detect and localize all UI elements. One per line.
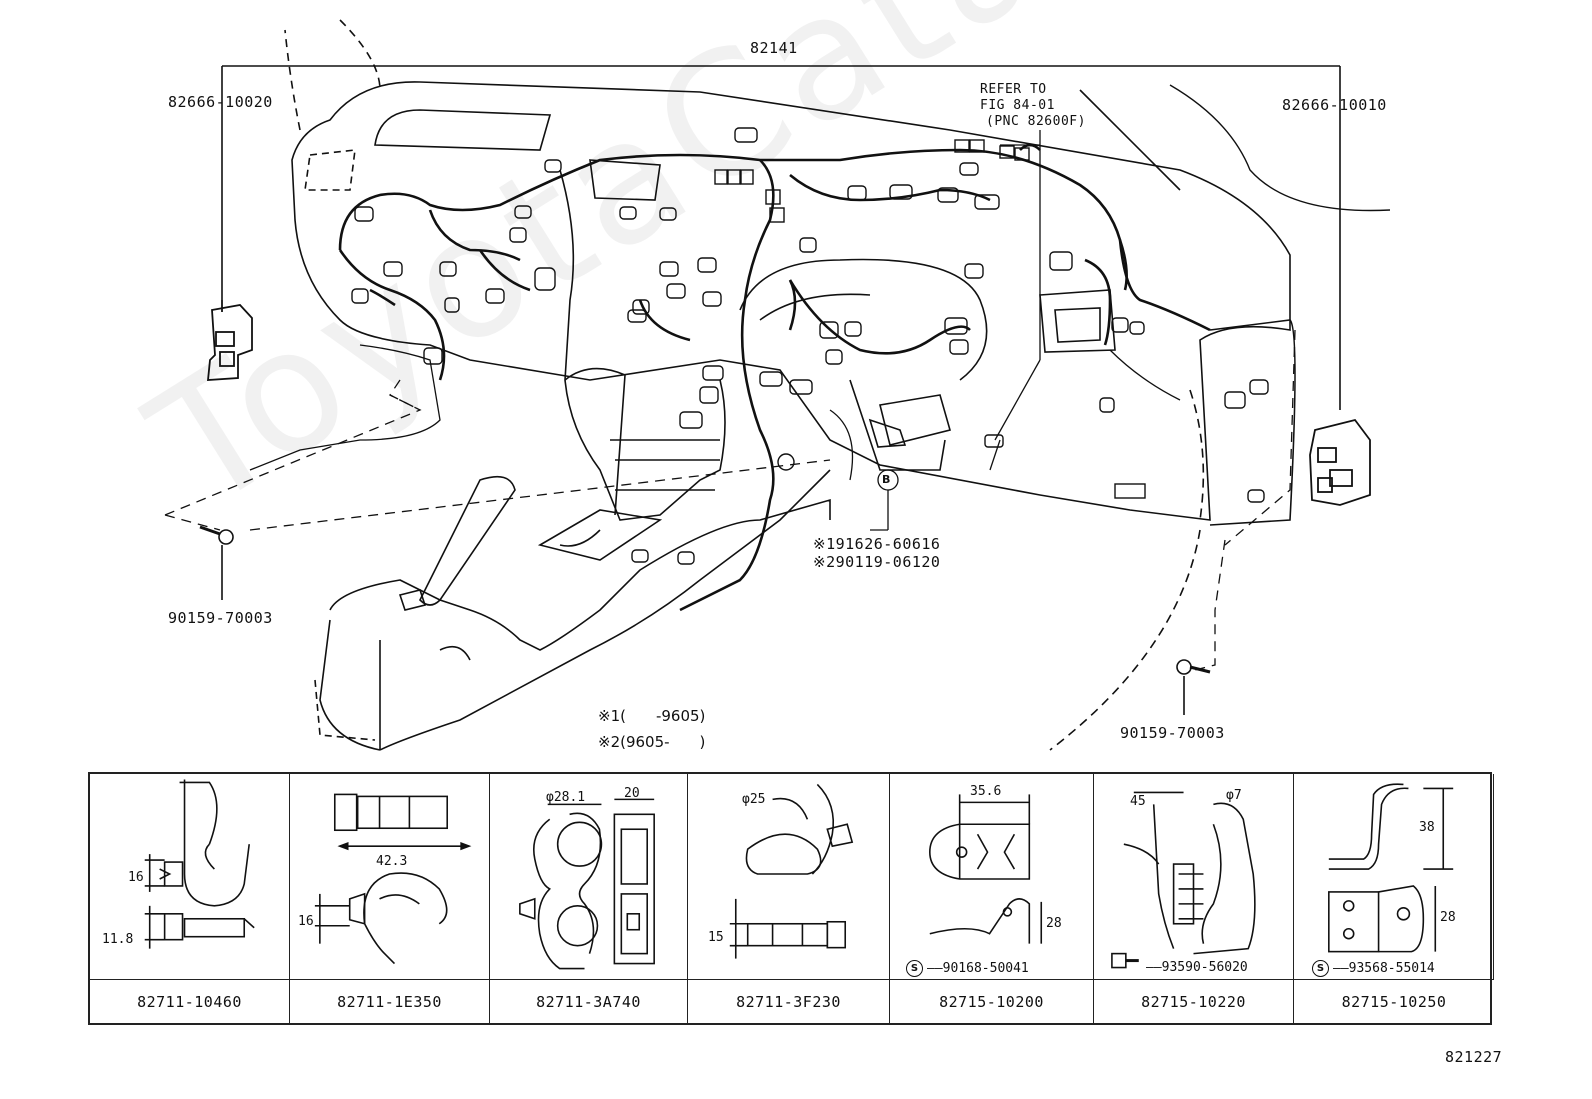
part-number-7: 82715-10250 (1294, 979, 1494, 1023)
drawing-number: 821227 (1445, 1048, 1503, 1066)
refer-to-line1: REFER TO (980, 82, 1047, 97)
wire-harness (338, 143, 1211, 612)
clip-illustration-2 (314, 793, 472, 965)
legend-variant1: ※1( -9605) (598, 707, 706, 725)
connectors (351, 127, 1269, 565)
clip-illustration-4 (729, 783, 854, 959)
main-part-bracket (221, 65, 1341, 410)
sub-part-row: ——93590-56020 (1146, 960, 1248, 975)
bracket-illustration-5 (929, 794, 1043, 944)
part-number-3: 82711-3A740 (490, 979, 688, 1023)
steering-column (739, 258, 988, 471)
sub-part-number: 93568-55014 (1348, 961, 1435, 976)
main-part-number: 82141 (750, 39, 798, 57)
bracket-right-part-number: 82666-10010 (1282, 96, 1387, 114)
dim-height: 28 (1046, 916, 1062, 931)
dim-diameter: φ28.1 (546, 790, 586, 805)
part-cell-2: 42.3 16 (290, 774, 490, 979)
part-number-1: 82711-10460 (90, 979, 290, 1023)
standard-part-symbol: S (906, 960, 923, 977)
dim-width: 20 (624, 786, 640, 801)
part-number-2: 82711-1E350 (290, 979, 490, 1023)
dim-width: 35.6 (970, 784, 1002, 799)
dim-offset: 45 (1130, 794, 1146, 809)
bolt-right (1176, 659, 1211, 715)
clip-illustration-3 (519, 798, 655, 970)
variant2-part-number: ※290119-06120 (813, 553, 941, 571)
bracket-illustration-6 (1111, 791, 1256, 969)
sub-part-number: 93590-56020 (1161, 960, 1248, 975)
part-cell-4: φ25 15 (688, 774, 890, 979)
part-number-5: 82715-10200 (890, 979, 1094, 1023)
part-number-4: 82711-3F230 (688, 979, 890, 1023)
clip-illustration-1 (144, 779, 255, 949)
sub-part-number: 90168-50041 (942, 961, 1029, 976)
callout-b-symbol: B (882, 473, 891, 486)
part-cell-6: 45 φ7 ——93590-56020 (1094, 774, 1294, 979)
bolt-left (199, 525, 234, 600)
bracket-left-part-number: 82666-10020 (168, 93, 273, 111)
sub-part-row: S——90168-50041 (906, 960, 1029, 977)
part-cell-7: 38 28 S——93568-55014 (1294, 774, 1494, 979)
legend-variant2: ※2(9605- ) (598, 733, 706, 751)
part-number-6: 82715-10220 (1094, 979, 1294, 1023)
standard-part-symbol: S (1312, 960, 1329, 977)
dim-length: 42.3 (376, 854, 408, 869)
bolt-right-part-number: 90159-70003 (1120, 724, 1225, 742)
dim-width: 11.8 (102, 932, 134, 947)
sub-part-row: S——93568-55014 (1312, 960, 1435, 977)
dim-width: 28 (1440, 910, 1456, 925)
part-cell-1: 16 11.8 (90, 774, 290, 979)
parts-table: 16 11.8 42.3 16 (88, 772, 1494, 1025)
dim-hole-diameter: φ7 (1226, 788, 1242, 803)
panel-details (249, 144, 1181, 481)
dim-height: 15 (708, 930, 724, 945)
refer-to-line3: (PNC 82600F) (986, 114, 1086, 129)
callout-b-leader (870, 130, 1041, 531)
dim-diameter: φ25 (742, 792, 766, 807)
dim-height: 38 (1419, 820, 1435, 835)
part-cell-5: 35.6 28 S——90168-50041 (890, 774, 1094, 979)
bracket-left-block (206, 300, 253, 381)
assembly-guides (164, 329, 1296, 671)
part-cell-3: φ28.1 20 (490, 774, 688, 979)
refer-to-line2: FIG 84-01 (980, 98, 1055, 113)
bolt-left-part-number: 90159-70003 (168, 609, 273, 627)
bracket-illustration-7 (1328, 783, 1454, 953)
center-console (314, 169, 831, 751)
bracket-right-block (1309, 418, 1371, 506)
dashboard-panel-outline (284, 19, 1391, 751)
variant1-part-number: ※191626-60616 (813, 535, 941, 553)
dim-height: 16 (298, 914, 314, 929)
dim-height: 16 (128, 870, 144, 885)
